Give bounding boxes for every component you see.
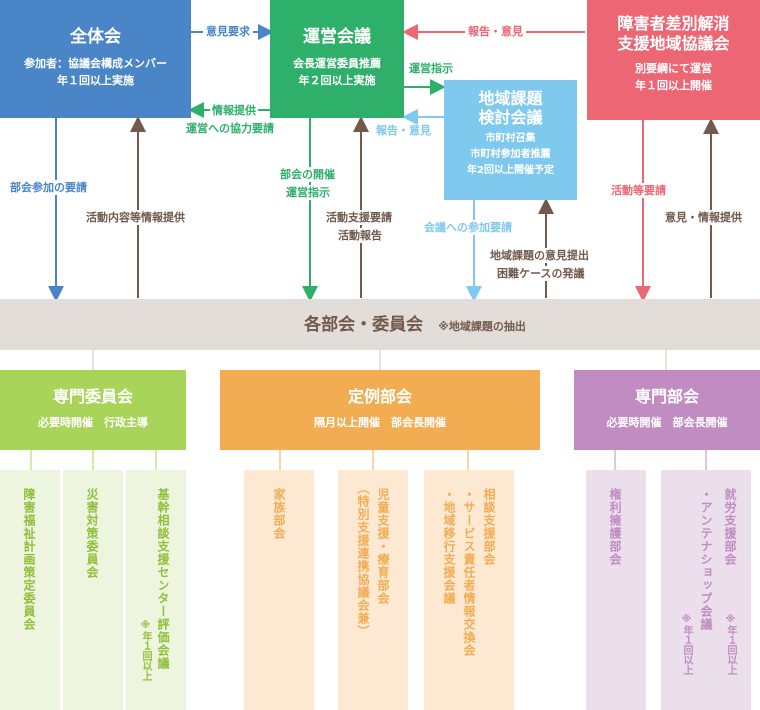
sabetsu-box: 障害者差別解消 支援地域協議会 別要綱にて運営 年１回以上開催: [587, 0, 760, 120]
column-shuro-sub: ・アンテナショップ会議: [699, 488, 713, 631]
column-shuro-note2: ※年１回以上: [681, 614, 692, 675]
label-katsudo-shien: 活動支援要請: [326, 210, 392, 225]
chiiki-line2: 市町村参加者推薦: [470, 149, 551, 160]
unei-line1: 会長運営委員推薦: [293, 57, 381, 70]
zentai-box: 全体会 参加者：協議会構成メンバー 年１回以上実施: [0, 0, 191, 118]
column-shuro-text: 就労支援部会: [723, 488, 737, 566]
label-chiiki-iken: 地域課題の意見提出: [490, 248, 589, 263]
sabetsu-title-2: 支援地域協議会: [617, 34, 730, 53]
bukai-band: 各部会・委員会 ※地域課題の抽出: [0, 299, 760, 350]
column-sodan: 相談支援部会 ・サービス責任者情報交換会 ・地域移行支援会議: [424, 470, 514, 710]
label-katsudo-yosei: 活動等要請: [611, 183, 666, 198]
teirei-bukai-title: 定例部会: [347, 387, 412, 406]
column-jido-sub: （特別支援連携協議会兼）: [356, 482, 370, 638]
sabetsu-title-1: 障害者差別解消: [617, 14, 730, 33]
column-keikaku: 障害福祉計画策定委員会: [0, 470, 60, 710]
senmon-bukai-box: 専門部会 必要時開催 部会長開催: [574, 370, 760, 450]
zentai-title: 全体会: [70, 27, 121, 47]
column-saigai: 災害対策委員会: [63, 470, 123, 710]
label-unei-kyoryoku: 運営への協力要請: [186, 122, 274, 135]
label-unei-shiji: 運営指示: [286, 185, 330, 200]
senmon-iinkai-box: 専門委員会 必要時開催 行政主導: [0, 370, 186, 450]
label-katsudo-hokoku: 活動報告: [338, 228, 382, 243]
band-title: 各部会・委員会: [304, 315, 424, 335]
unei-line2: 年２回以上実施: [298, 74, 376, 87]
label-bukai-kaisai: 部会の開催: [280, 167, 335, 182]
label-hokoku-iken-mid: 報告・意見: [376, 124, 431, 137]
column-kenri: 権利擁護部会: [586, 470, 646, 710]
column-kikan: 基幹相談支援センター評価会議 ※年１回以上: [126, 470, 186, 710]
senmon-iinkai-sub: 必要時開催 行政主導: [38, 416, 148, 429]
sabetsu-line1: 別要綱にて運営: [635, 62, 712, 75]
label-kaigi-sanka: 会議への参加要請: [424, 220, 512, 235]
column-jido: 児童支援・療育部会 （特別支援連携協議会兼）: [338, 470, 408, 710]
label-bukai-sanka: 部会参加の要請: [10, 180, 87, 195]
chiiki-line1: 市町村召集: [485, 133, 536, 144]
column-shuro: 就労支援部会 ・アンテナショップ会議 ※年１回以上 ※年１回以上: [661, 470, 751, 710]
senmon-bukai-title: 専門部会: [634, 387, 699, 406]
zentai-line2: 年１回以上実施: [57, 74, 134, 87]
unei-title: 運営会議: [303, 27, 371, 47]
column-jido-text: 児童支援・療育部会: [376, 488, 390, 605]
chiiki-title-1: 地域課題: [478, 89, 543, 108]
sabetsu-line2: 年１回以上開催: [635, 79, 712, 92]
column-kikan-note: ※年１回以上: [140, 620, 151, 681]
senmon-bukai-sub: 必要時開催 部会長開催: [606, 416, 728, 429]
chiiki-box: 地域課題 検討会議 市町村召集 市町村参加者推薦 年2回以上開催予定: [444, 80, 577, 200]
column-saigai-text: 災害対策委員会: [85, 488, 99, 579]
label-konnan: 困難ケースの発議: [497, 266, 585, 281]
senmon-iinkai-title: 専門委員会: [52, 387, 133, 406]
column-sodan-sub2: ・地域移行支援会議: [442, 488, 456, 605]
column-kazoku-text: 家族部会: [272, 488, 286, 540]
label-iken-joho: 意見・情報提供: [665, 210, 742, 225]
label-iken-yokyu: 意見要求: [203, 25, 253, 38]
chiiki-title-2: 検討会議: [478, 108, 543, 127]
column-keikaku-text: 障害福祉計画策定委員会: [22, 488, 36, 631]
column-kazoku: 家族部会: [244, 470, 314, 710]
teirei-bukai-sub: 隔月以上開催 部会長開催: [314, 416, 446, 429]
column-sodan-sub1: ・サービス責任者情報交換会: [462, 488, 476, 657]
label-hokoku-iken-top: 報告・意見: [465, 25, 526, 38]
label-joho-teikyo: 情報提供: [210, 104, 258, 117]
teirei-bukai-box: 定例部会 隔月以上開催 部会長開催: [220, 370, 540, 450]
label-katsudo-naiyo: 活動内容等情報提供: [86, 210, 185, 225]
column-shuro-note1: ※年１回以上: [725, 614, 736, 675]
column-kikan-text: 基幹相談支援センター評価会議: [156, 488, 170, 670]
zentai-line1: 参加者：協議会構成メンバー: [24, 57, 167, 70]
unei-box: 運営会議 会長運営委員推薦 年２回以上実施: [270, 0, 404, 118]
chiiki-line3: 年2回以上開催予定: [467, 165, 554, 176]
label-unei-shiji-right: 運営指示: [409, 62, 453, 75]
band-note: ※地域課題の抽出: [438, 320, 526, 333]
column-sodan-text: 相談支援部会: [482, 488, 496, 566]
column-kenri-text: 権利擁護部会: [608, 488, 622, 566]
